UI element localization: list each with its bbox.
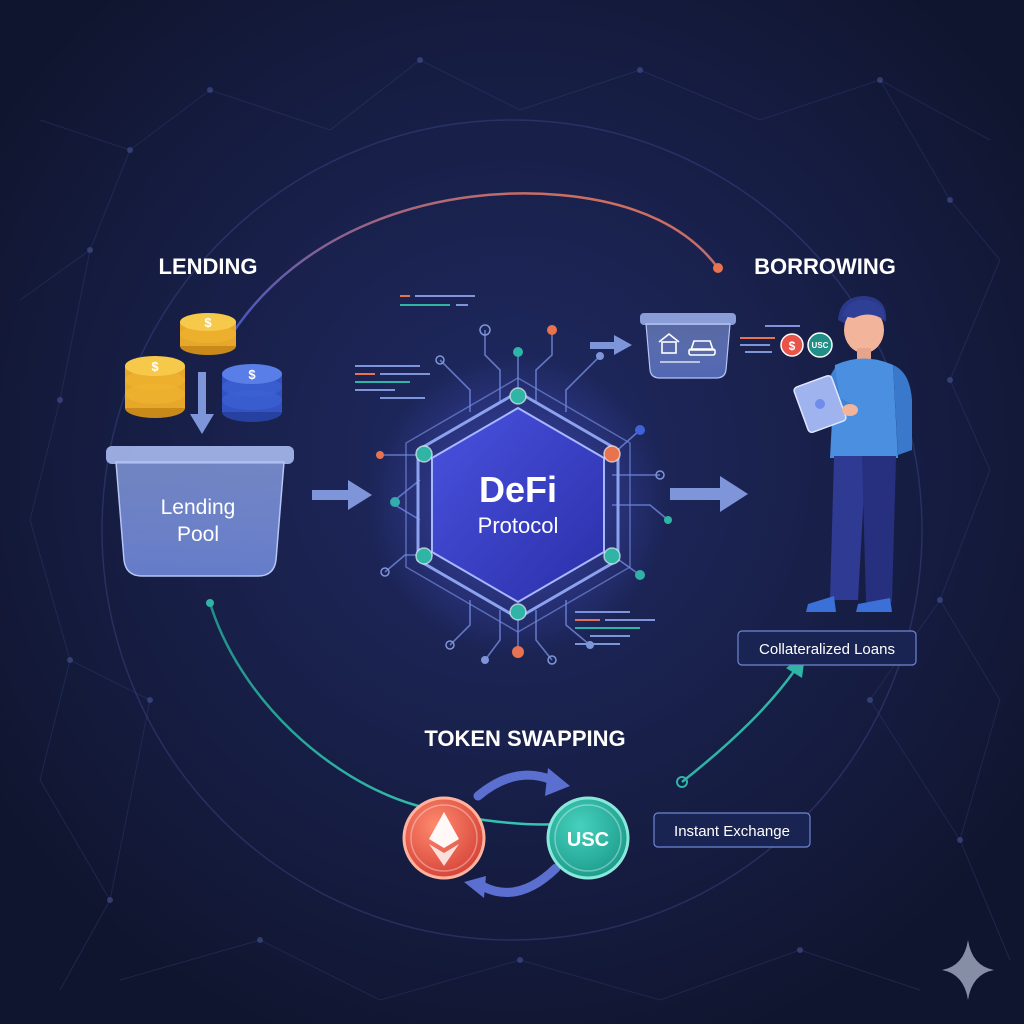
orbit-ring — [101, 119, 923, 941]
instant-exchange-badge: Instant Exchange — [653, 812, 811, 848]
house-icon — [658, 332, 680, 354]
section-title-borrowing: BORROWING — [754, 254, 896, 279]
chip-usc-label: USC — [812, 341, 829, 350]
protocol-label-line2: Protocol — [478, 513, 559, 538]
usc-token-chip: USC — [807, 332, 833, 358]
flow-arc-bottom-left — [208, 602, 561, 826]
section-title-swapping: TOKEN SWAPPING — [424, 726, 625, 751]
usc-token-label: USC — [567, 829, 609, 851]
code-lines-decoration — [740, 325, 800, 353]
loans-label: Collateralized Loans — [759, 641, 895, 658]
section-title-lending: LENDING — [159, 254, 258, 279]
flow-arc-top — [223, 192, 720, 346]
arc-start-dot-right — [676, 776, 688, 788]
coin-stack-icon: $ $ $ — [125, 313, 282, 422]
chip-dollar-sign: $ — [789, 339, 796, 353]
arrow-right-icon — [590, 335, 632, 355]
sparkle-icon — [942, 940, 994, 1000]
swap-arrowhead-bottom — [464, 876, 486, 898]
pool-label-line1: Lending — [161, 496, 236, 519]
collateral-tray — [640, 313, 736, 379]
flow-arc-bottom-right — [681, 669, 797, 783]
swap-arrows-icon — [473, 770, 561, 897]
arrow-right-icon — [670, 476, 748, 512]
usc-token-icon: USC — [546, 796, 630, 880]
defi-protocol-hexagon: DeFi Protocol — [368, 355, 668, 655]
arrow-down-icon — [190, 372, 214, 434]
protocol-label-line1: DeFi — [479, 469, 557, 510]
ethereum-icon — [402, 796, 486, 880]
coin-dollar-sign: $ — [151, 359, 159, 374]
coin-dollar-sign: $ — [204, 315, 212, 330]
car-icon — [688, 340, 716, 356]
arrow-right-icon — [312, 480, 372, 510]
coin-dollar-sign: $ — [248, 367, 256, 382]
arc-end-dot-top — [713, 263, 723, 273]
network-nodes — [57, 57, 963, 963]
swap-arrowhead-top — [545, 768, 570, 796]
collateralized-loans-badge: Collateralized Loans — [737, 630, 917, 666]
arc-end-dot-left — [206, 599, 214, 607]
person-illustration — [793, 296, 912, 612]
dollar-token-chip: $ — [780, 333, 804, 357]
lending-pool-container: Lending Pool — [106, 446, 294, 577]
exchange-label: Instant Exchange — [674, 823, 790, 840]
pool-label-line2: Pool — [177, 523, 219, 546]
